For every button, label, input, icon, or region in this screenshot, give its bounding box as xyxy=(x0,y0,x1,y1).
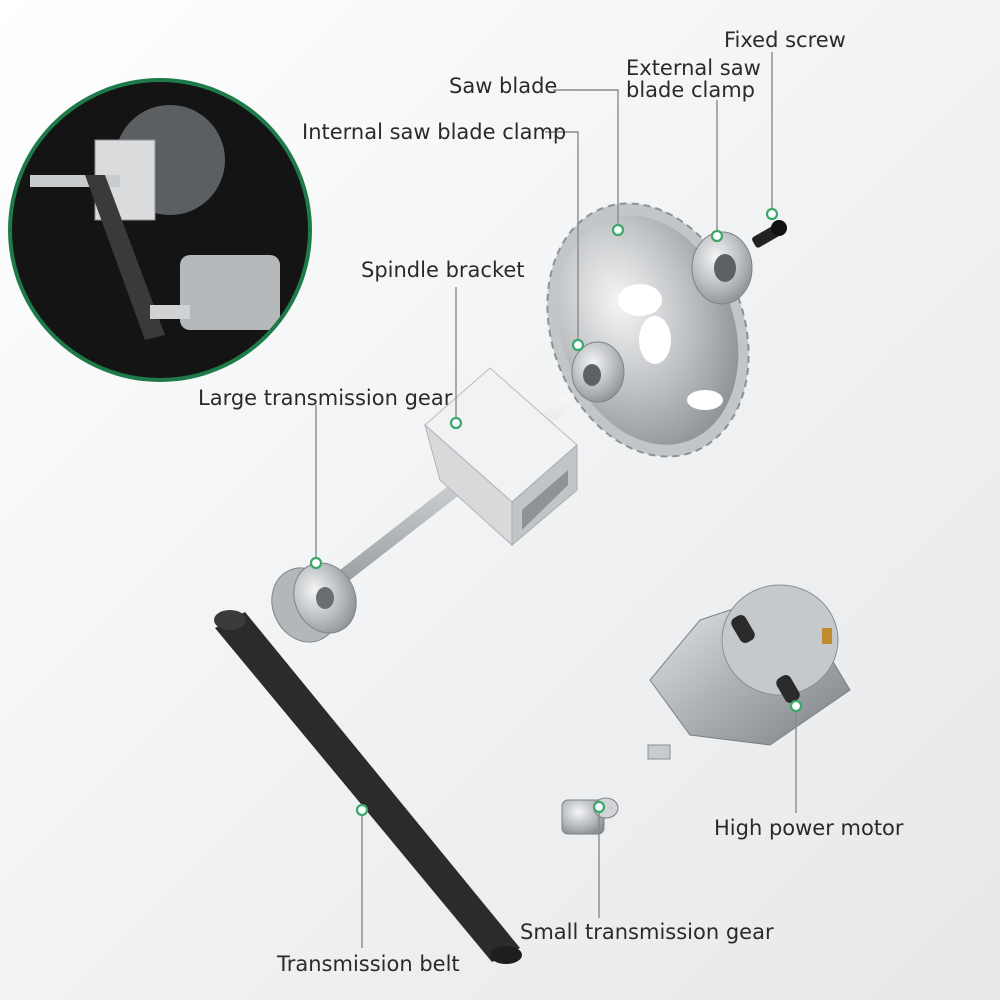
leader-saw-blade xyxy=(553,89,619,228)
inset-photo xyxy=(8,78,312,382)
label-transmission-belt: Transmission belt xyxy=(277,952,460,976)
marker-external-clamp-icon xyxy=(710,229,724,243)
label-spindle-bracket: Spindle bracket xyxy=(361,258,525,282)
marker-belt-icon xyxy=(355,803,369,817)
label-external-clamp: External saw blade clamp xyxy=(626,56,761,102)
label-fixed-screw: Fixed screw xyxy=(724,28,846,52)
marker-small-gear-icon xyxy=(592,800,606,814)
label-saw-blade: Saw blade xyxy=(449,74,558,98)
fixed-screw-graphic xyxy=(752,220,787,248)
label-internal-clamp: Internal saw blade clamp xyxy=(302,120,567,144)
marker-motor-icon xyxy=(789,699,803,713)
marker-fixed-screw-icon xyxy=(765,207,779,221)
transmission-belt-graphic xyxy=(214,610,522,964)
marker-large-gear-icon xyxy=(309,556,323,570)
marker-internal-clamp-icon xyxy=(571,338,585,352)
inset-motor-icon xyxy=(180,255,280,330)
label-large-gear: Large transmission gear xyxy=(198,386,453,410)
internal-clamp-graphic xyxy=(571,341,625,403)
markers xyxy=(309,207,803,817)
leader-lines xyxy=(315,52,797,948)
spindle-bracket-graphic xyxy=(424,367,578,547)
external-clamp-graphic xyxy=(691,231,753,305)
motor-graphic xyxy=(647,584,851,760)
marker-spindle-bracket-icon xyxy=(449,416,463,430)
marker-saw-blade-icon xyxy=(611,223,625,237)
label-small-gear: Small transmission gear xyxy=(520,920,774,944)
label-motor: High power motor xyxy=(714,816,904,840)
large-gear-graphic xyxy=(271,562,357,643)
small-gear-graphic xyxy=(561,797,619,835)
inset-belt-icon xyxy=(85,175,165,340)
leader-internal-clamp xyxy=(545,131,579,345)
